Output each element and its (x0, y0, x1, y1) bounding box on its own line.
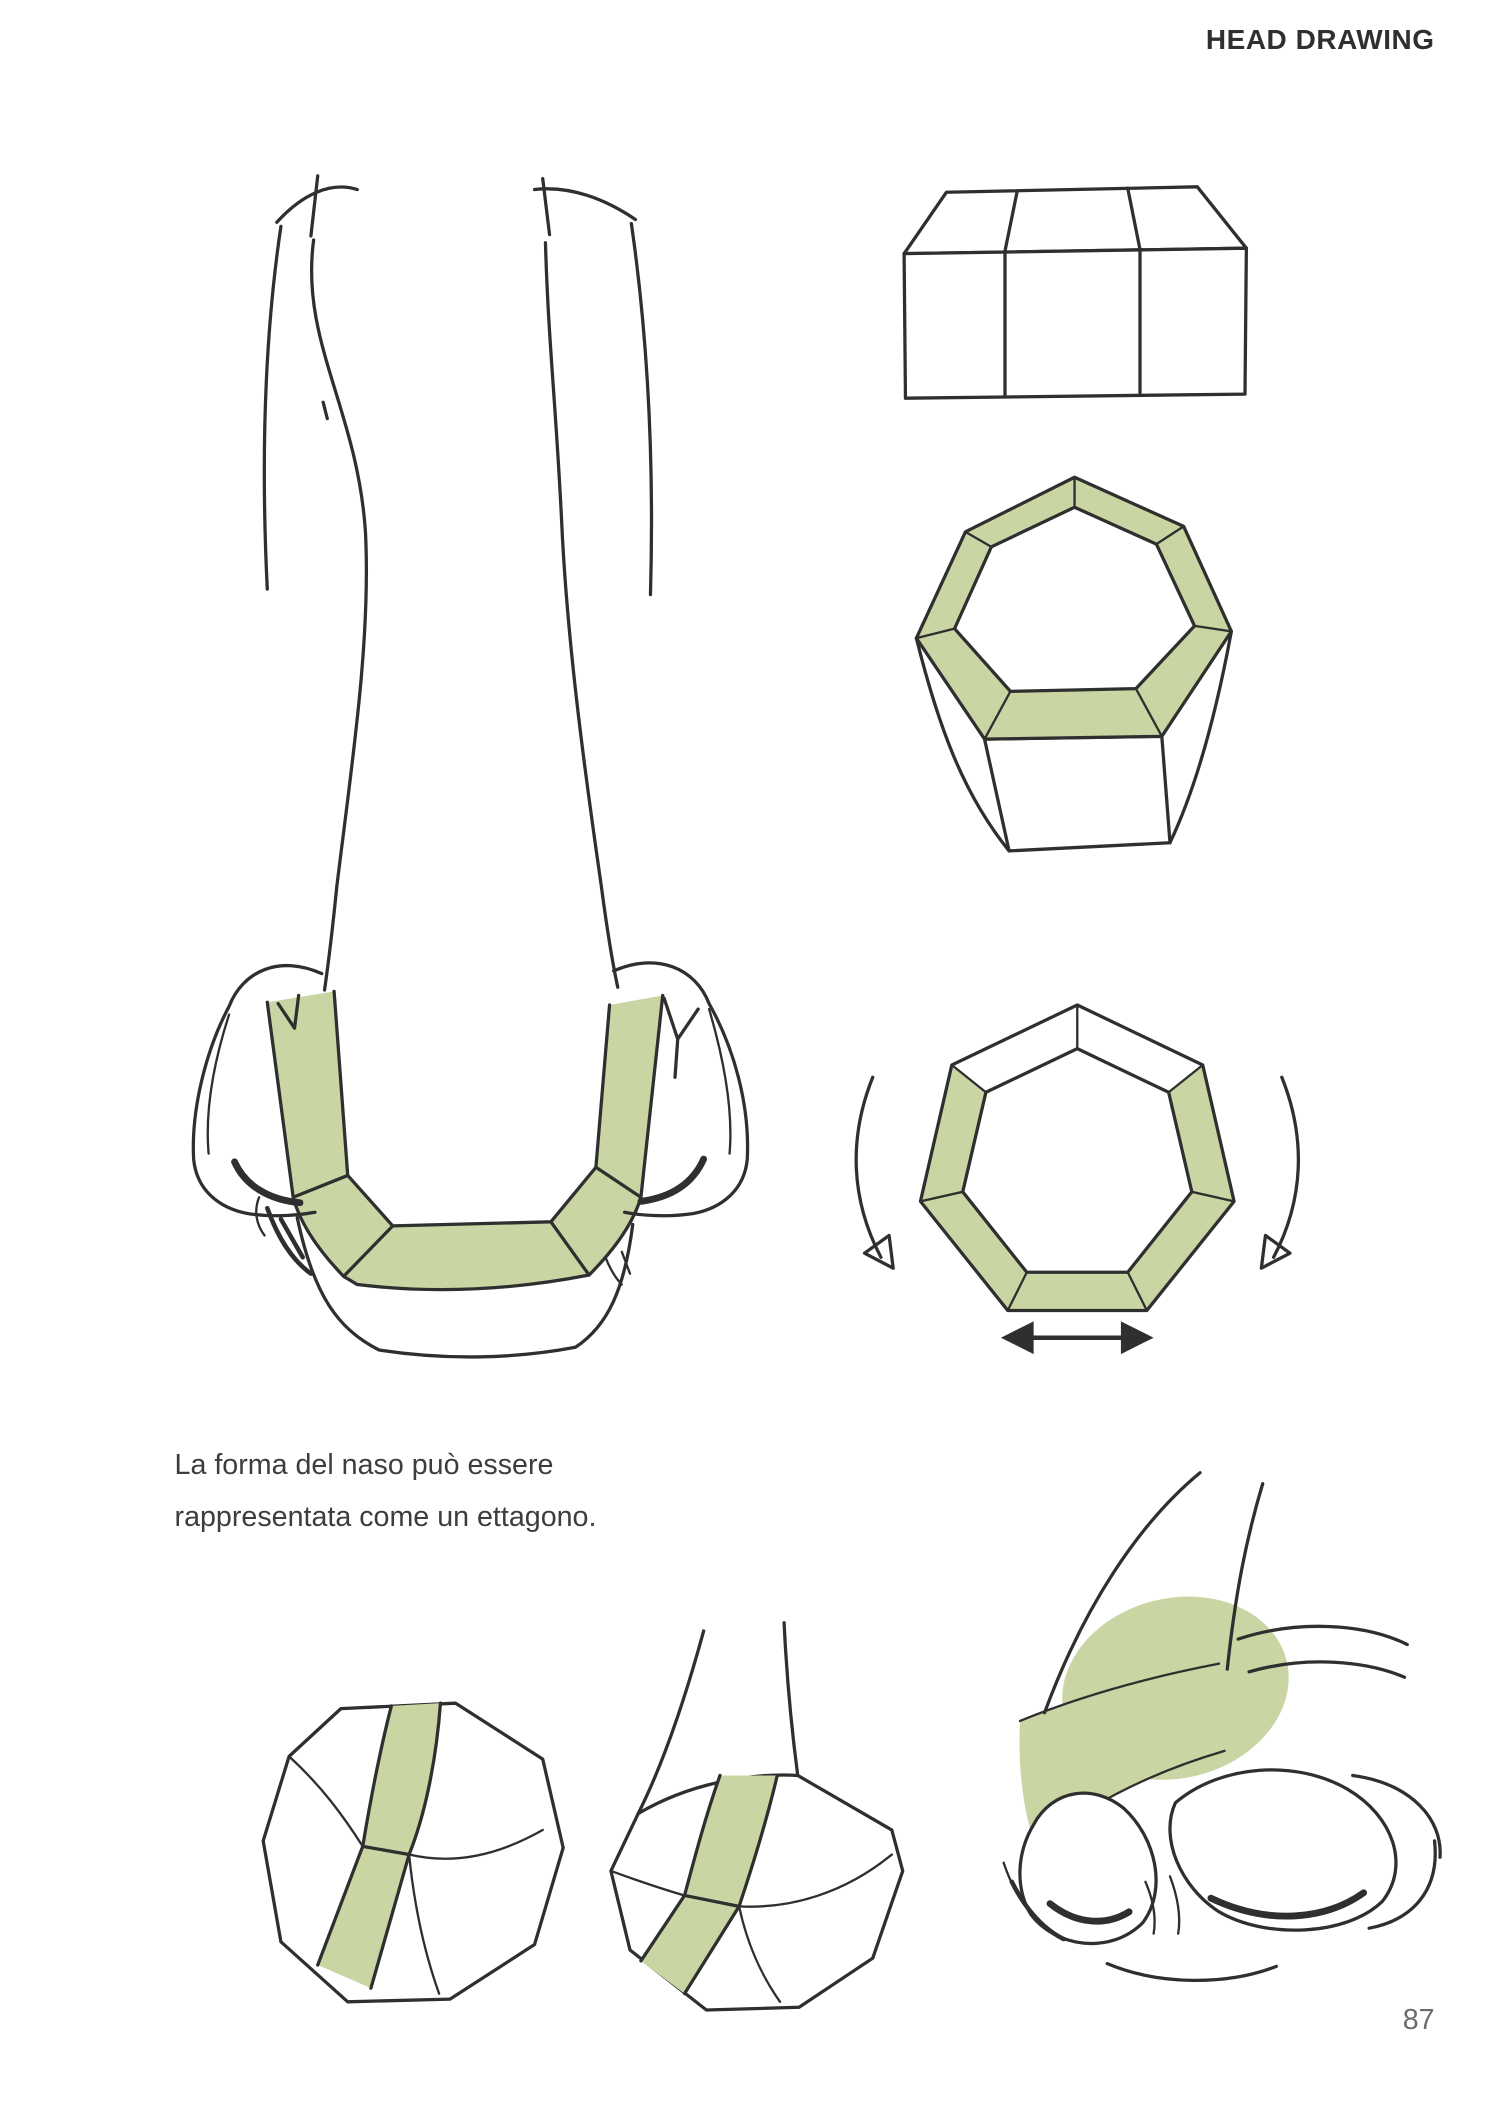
figure-nose-front-view (191, 174, 750, 1359)
caption-line-1: La forma del naso può essere (174, 1449, 554, 1481)
page-header: HEAD DRAWING (1205, 24, 1435, 56)
figure-nose-tip-three-quarter-right (609, 1621, 905, 2012)
caption: La forma del naso può essere rappresenta… (175, 1440, 748, 1544)
figure-nose-bottom-view (1002, 1471, 1442, 1982)
figure-heptagonal-prism (914, 475, 1233, 853)
caption-line-2: rappresentata come un ettagono. (174, 1501, 597, 1533)
figure-box-construction (902, 185, 1248, 400)
figure-nose-tip-three-quarter-left (261, 1701, 565, 2004)
rotation-arrow-right (1259, 1075, 1300, 1270)
width-arrow (1000, 1321, 1154, 1355)
page-number: 87 (1402, 2004, 1435, 2036)
rotation-arrow-left (854, 1075, 895, 1270)
figure-heptagon-rotation-diagram (854, 1003, 1300, 1355)
